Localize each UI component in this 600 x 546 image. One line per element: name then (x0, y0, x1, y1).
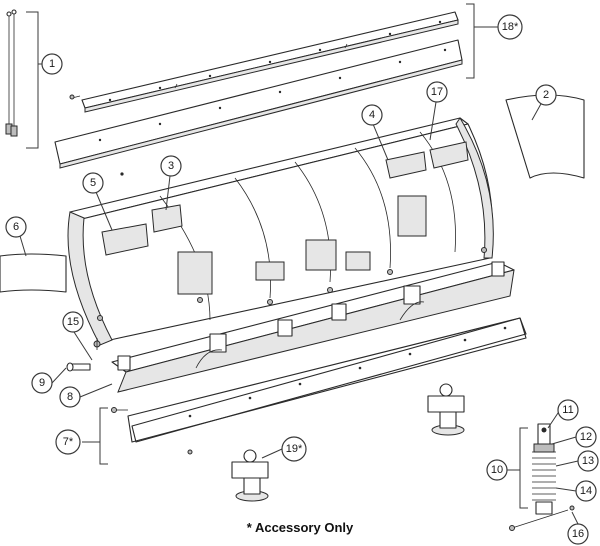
svg-text:4: 4 (369, 109, 375, 121)
svg-text:15: 15 (67, 316, 79, 328)
callout-6: 6 (5, 216, 27, 238)
svg-text:1: 1 (49, 58, 55, 70)
callout-5: 5 (82, 172, 104, 194)
spring-assembly (509, 423, 575, 531)
svg-text:19*: 19* (286, 443, 303, 455)
shoe-assembly-left (231, 449, 269, 502)
marker-rods (5, 9, 18, 137)
decal-5 (101, 223, 149, 256)
callout-10: 10 (486, 459, 508, 481)
svg-text:9: 9 (39, 377, 45, 389)
pin-hardware (66, 338, 101, 372)
callout-18: 18* (497, 14, 523, 40)
callout-11: 11 (557, 399, 579, 421)
svg-text:5: 5 (90, 177, 96, 189)
svg-text:10: 10 (491, 464, 503, 476)
callout-1: 1 (41, 53, 63, 75)
cutting-edge-accessory (54, 11, 463, 169)
callout-13: 13 (577, 450, 599, 472)
svg-text:7*: 7* (63, 436, 74, 448)
callout-4: 4 (361, 104, 383, 126)
bracket-7 (99, 407, 108, 465)
cutting-edge (131, 317, 527, 443)
svg-text:3: 3 (168, 160, 174, 172)
decal-3 (151, 204, 183, 233)
bracket-18 (466, 3, 475, 79)
lower-edge-plate (111, 317, 527, 455)
bracket-1 (26, 11, 39, 149)
callout-9: 9 (31, 372, 53, 394)
svg-text:18*: 18* (502, 21, 519, 33)
svg-text:12: 12 (580, 431, 592, 443)
callout-17: 17 (426, 81, 448, 103)
svg-text:2: 2 (543, 89, 549, 101)
svg-text:16: 16 (572, 528, 584, 540)
decal-right (505, 94, 585, 179)
callout-2: 2 (535, 84, 557, 106)
callout-14: 14 (575, 480, 597, 502)
callout-7: 7* (55, 429, 81, 455)
svg-text:8: 8 (67, 391, 73, 403)
bracket-10 (519, 427, 528, 509)
shoe-assembly-right (427, 383, 465, 436)
callout-12: 12 (575, 426, 597, 448)
callout-8: 8 (59, 386, 81, 408)
trip-edge-assembly (111, 261, 515, 393)
decal-left (0, 253, 67, 293)
svg-text:11: 11 (562, 404, 573, 416)
accessory-footnote: * Accessory Only (246, 520, 354, 535)
leader-lines (19, 26, 579, 525)
svg-text:14: 14 (580, 485, 592, 497)
callout-15: 15 (62, 311, 84, 333)
moldboard (67, 117, 494, 346)
decal-4 (385, 151, 427, 179)
callout-19: 19* (281, 436, 307, 462)
svg-text:13: 13 (582, 455, 594, 467)
callout-16: 16 (567, 523, 589, 545)
svg-text:17: 17 (431, 86, 443, 98)
svg-text:6: 6 (13, 221, 19, 233)
callout-3: 3 (160, 155, 182, 177)
